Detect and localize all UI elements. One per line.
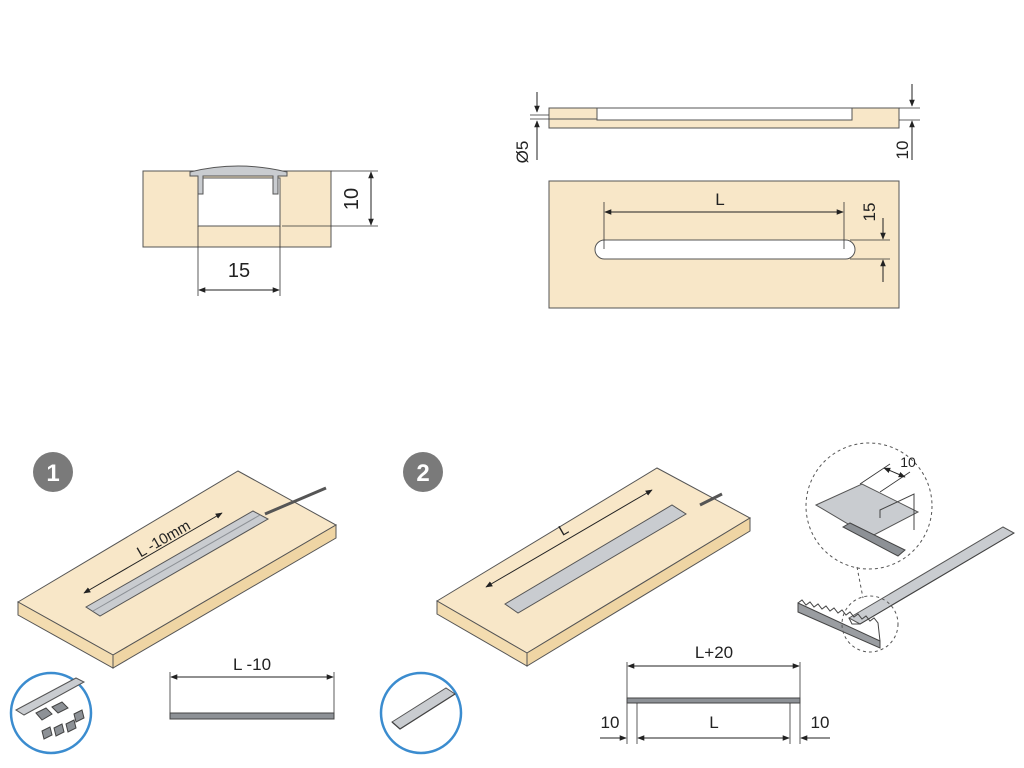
step2-length-line xyxy=(485,489,653,588)
detail-ext-1 xyxy=(859,463,891,485)
part-profile-piece xyxy=(15,677,86,716)
slot-plan xyxy=(594,239,856,260)
cutting-detail: 10 xyxy=(797,442,1016,653)
part-end-cap-1 xyxy=(35,707,53,721)
length-label: L xyxy=(715,190,724,209)
cable2 xyxy=(699,492,723,507)
step2-right-label: 10 xyxy=(811,713,830,732)
cross-section-view: 10 15 xyxy=(142,165,378,296)
slot-side xyxy=(596,107,853,121)
part-end-cap-2 xyxy=(51,701,69,714)
step2-total-label: L+20 xyxy=(695,643,733,662)
cut-point-circle xyxy=(841,595,899,653)
diameter-label: Ø5 xyxy=(513,141,532,164)
detail-dim-label: 10 xyxy=(900,454,916,470)
detail-profile-channel xyxy=(841,522,906,557)
step1-length-line xyxy=(83,512,223,594)
width-label: 15 xyxy=(228,260,250,282)
step-1: 1 L -10mm L -10 xyxy=(9,452,338,755)
step-2-number: 2 xyxy=(416,460,429,487)
step2-left-label: 10 xyxy=(601,713,620,732)
profile-detail-edge xyxy=(391,693,456,730)
board-right xyxy=(112,524,337,669)
cable xyxy=(264,486,327,516)
part-clip-3 xyxy=(65,719,77,733)
step-2: 2 L L+20 10 L 10 xyxy=(379,452,830,755)
profile2-side-view xyxy=(626,697,801,704)
depth-label: 10 xyxy=(893,141,912,160)
profile-cap xyxy=(189,165,288,195)
board2-right xyxy=(526,517,751,667)
step-2-badge xyxy=(403,452,443,492)
profile-long-edge xyxy=(848,532,1015,625)
step-1-number: 1 xyxy=(46,460,59,487)
step2-mid-label: L xyxy=(709,713,718,732)
plan-view: L 15 xyxy=(548,180,900,309)
part-clip-4 xyxy=(73,709,85,723)
saw-teeth xyxy=(797,599,881,642)
part-clip-2 xyxy=(53,723,65,737)
height-label: 10 xyxy=(341,188,363,210)
detail-leader-line xyxy=(856,566,864,599)
groove xyxy=(197,177,281,227)
part-clip-1 xyxy=(41,726,53,740)
side-view: Ø5 10 xyxy=(513,84,920,163)
detail-dim-line xyxy=(883,467,906,478)
step1-profile-label: L -10 xyxy=(233,655,271,674)
slot-width-label: 15 xyxy=(860,203,879,222)
profile-side-view xyxy=(169,712,335,720)
step-1-badge xyxy=(33,452,73,492)
saw-blade-icon xyxy=(797,602,881,649)
detail-profile-lip xyxy=(879,493,915,530)
